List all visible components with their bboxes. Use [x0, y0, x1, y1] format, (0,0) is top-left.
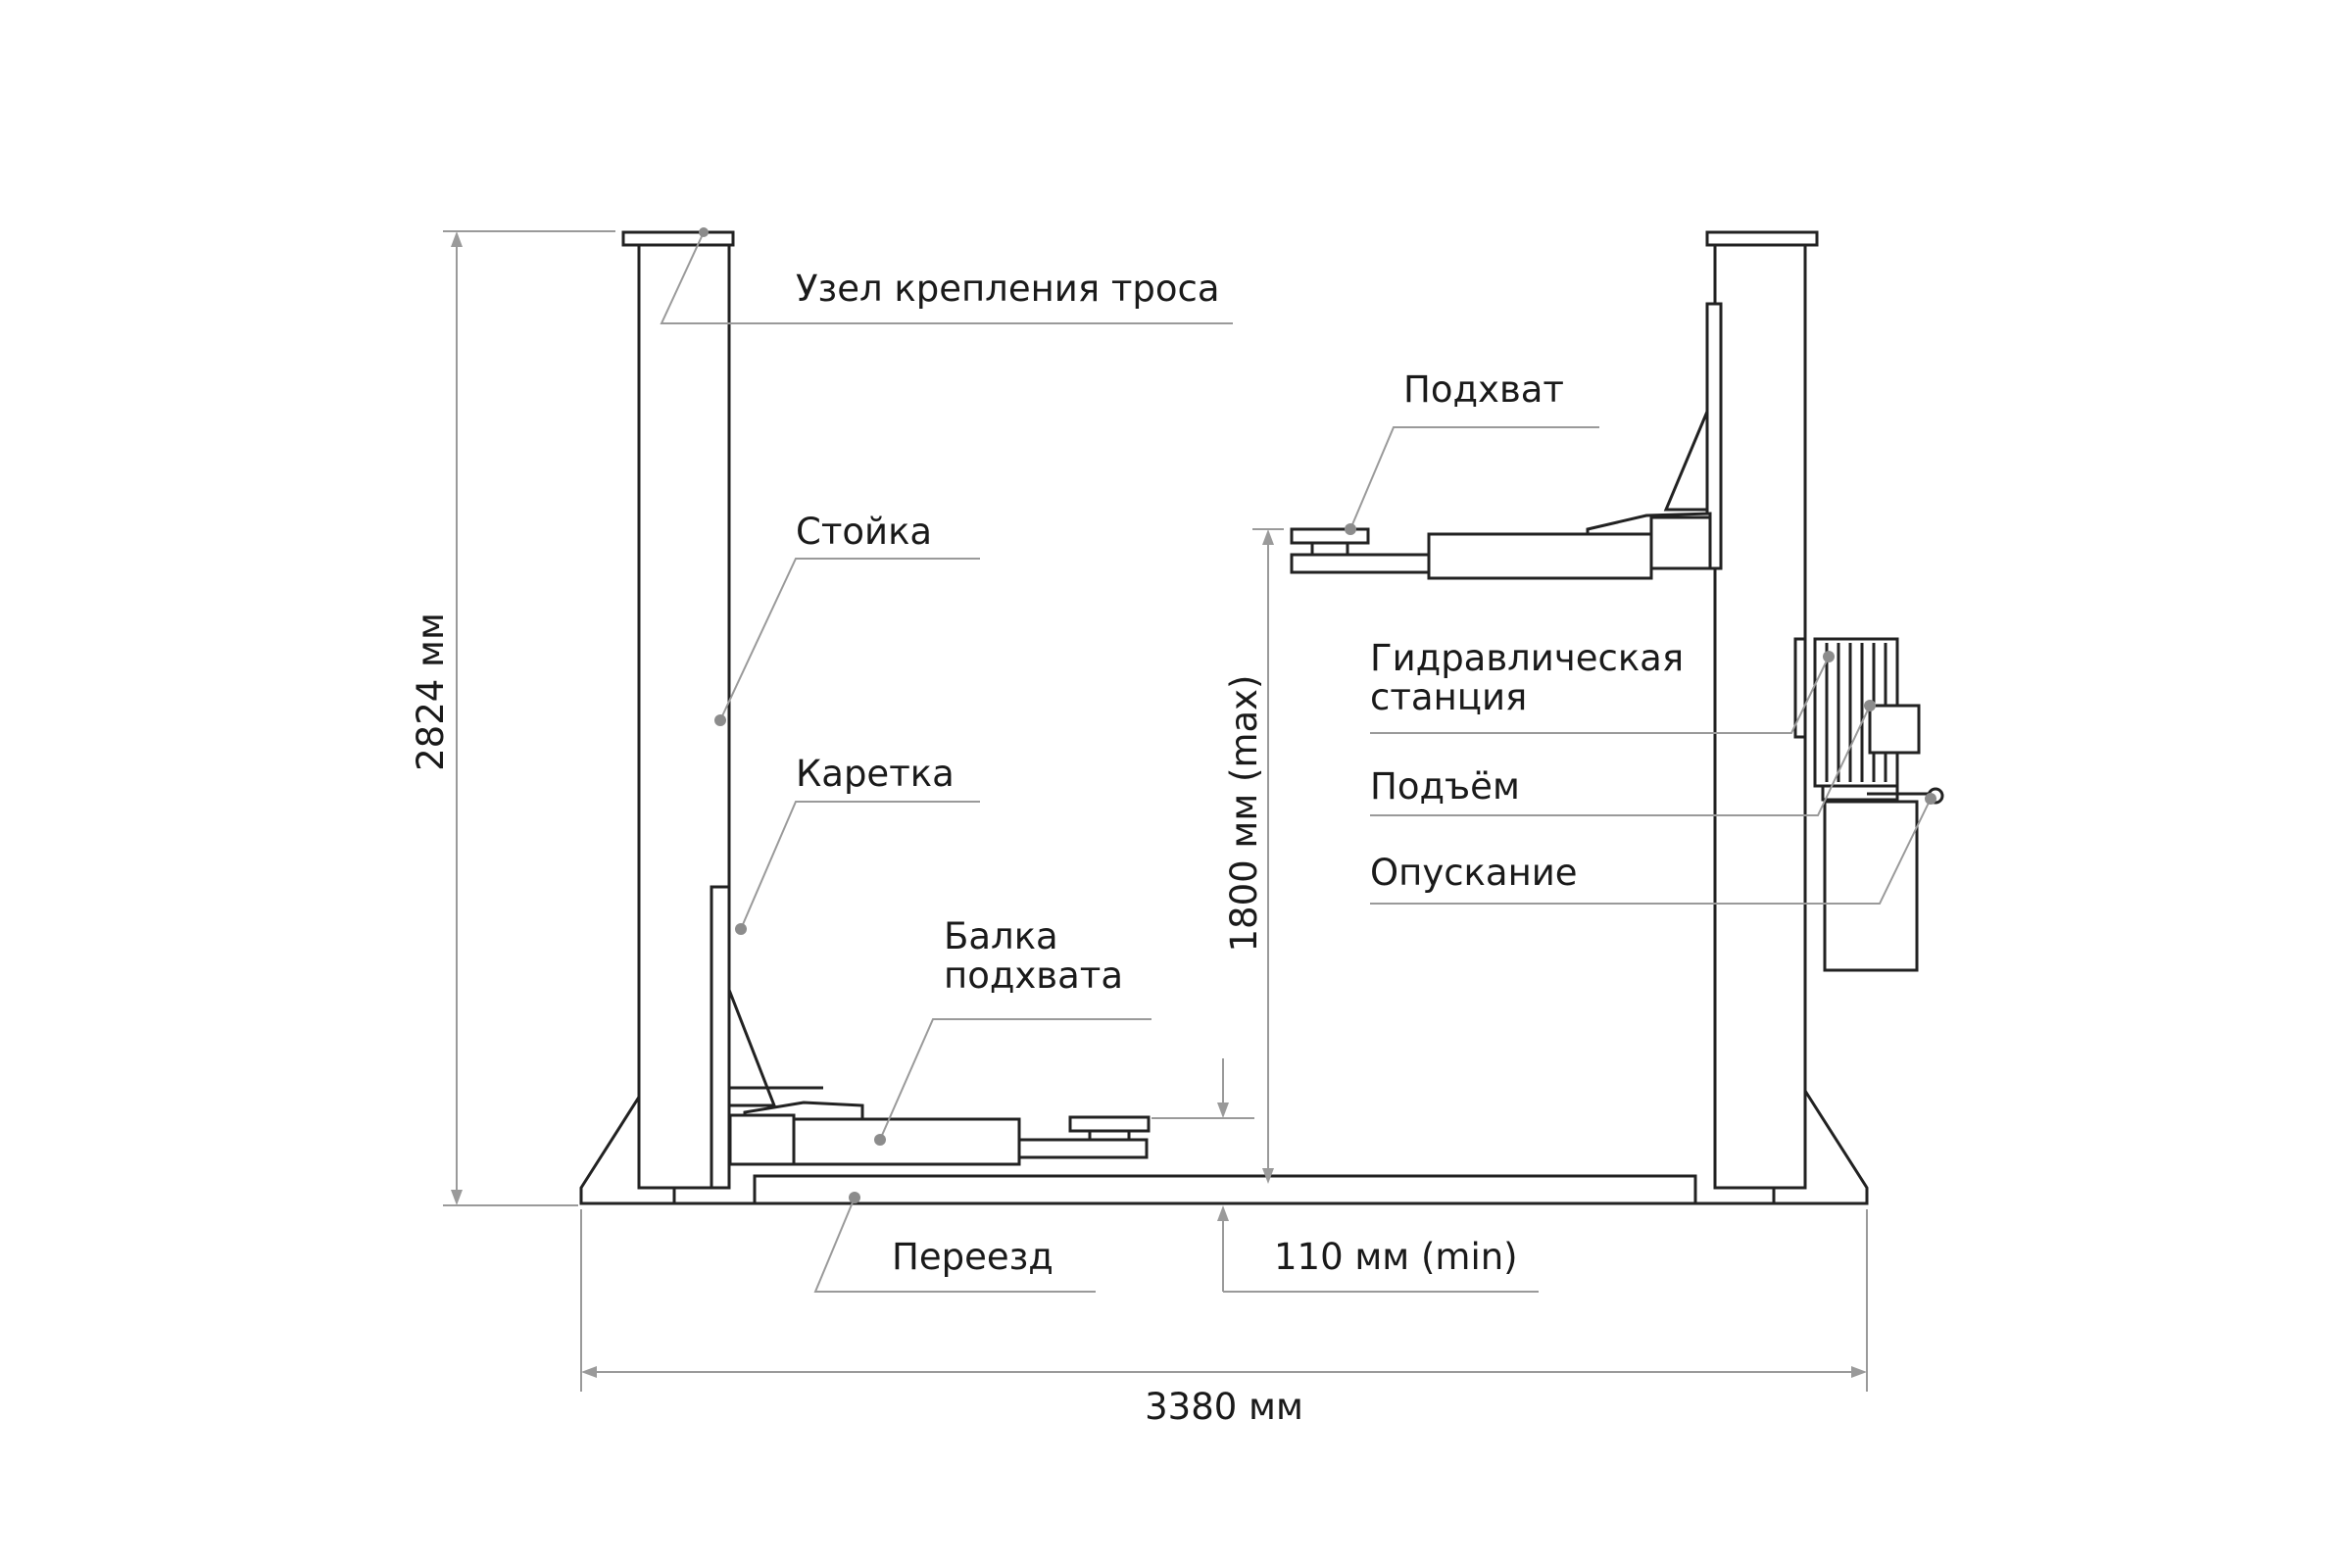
hydraulic-station: [1793, 637, 1944, 972]
leader-post: [714, 558, 980, 726]
dimension-total-width: [580, 1209, 1868, 1392]
label-post: Стойка: [796, 511, 932, 553]
dimension-min-height: [1152, 1058, 1539, 1293]
leader-hydraulic-station: [1370, 651, 1835, 734]
label-lower: Опускание: [1370, 852, 1578, 894]
dimension-label-max-height: 1800 мм (max): [1223, 675, 1265, 953]
label-pickup: Подхват: [1403, 368, 1564, 411]
label-cable-mount: Узел крепления троса: [796, 268, 1220, 310]
label-hydraulic-line2: станция: [1370, 676, 1527, 718]
leader-pickup: [1345, 426, 1599, 535]
label-hydraulic-line1: Гидравлическая: [1370, 637, 1684, 679]
dimension-total-height: [443, 230, 615, 1206]
label-crossover: Переезд: [892, 1236, 1054, 1278]
leader-lift: [1370, 700, 1876, 816]
dimension-label-total-width: 3380 мм: [1145, 1386, 1303, 1428]
left-post: [621, 230, 823, 1190]
right-arm: [1290, 512, 1712, 580]
crossover-plate: [753, 1174, 1697, 1205]
leader-cable-mount: [660, 227, 1233, 324]
leader-crossover: [813, 1192, 1096, 1293]
label-carriage: Каретка: [796, 753, 955, 795]
leader-arm-beam: [874, 1018, 1152, 1146]
leader-lower: [1370, 793, 1936, 905]
dimension-label-min-height: 110 мм (min): [1274, 1236, 1518, 1278]
label-arm-beam-line1: Балка: [944, 915, 1058, 957]
right-post: [1663, 230, 1819, 1190]
left-arm: [728, 1101, 1151, 1166]
dimension-label-total-height: 2824 мм: [410, 612, 452, 771]
label-arm-beam-line2: подхвата: [944, 955, 1123, 997]
dimension-max-height: [1252, 528, 1284, 1184]
leader-carriage: [735, 801, 980, 935]
label-lift: Подъём: [1370, 765, 1520, 808]
